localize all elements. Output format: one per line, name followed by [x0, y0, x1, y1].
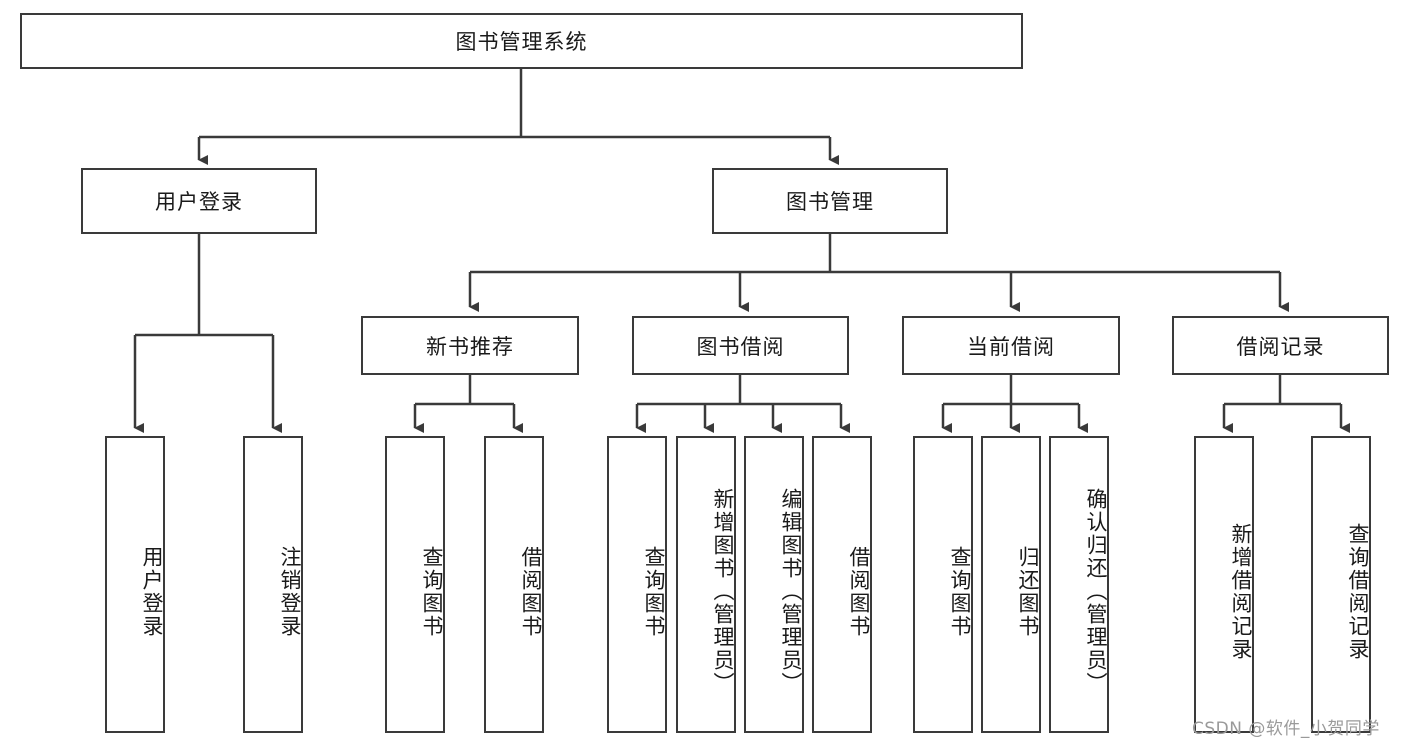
node-label: 用户登录 — [140, 545, 164, 638]
node-label: 图书管理 — [786, 190, 874, 214]
node-book-management-system[interactable]: 图书管理系统 — [20, 13, 1023, 69]
node-label: 查询借阅记录 — [1346, 522, 1370, 661]
node-leaf-add-book[interactable]: 新增图书（管理员） — [676, 436, 736, 733]
node-leaf-query-book-1[interactable]: 查询图书 — [385, 436, 445, 733]
node-leaf-logout-login[interactable]: 注销登录 — [243, 436, 303, 733]
node-label: 归还图书 — [1016, 545, 1040, 638]
node-label: 注销登录 — [278, 545, 302, 638]
node-label: 查询图书 — [948, 545, 972, 638]
node-book-borrow[interactable]: 图书借阅 — [632, 316, 849, 375]
node-label: 用户登录 — [155, 190, 243, 214]
node-book-management[interactable]: 图书管理 — [712, 168, 948, 234]
node-label: 借阅图书 — [847, 545, 871, 638]
node-leaf-user-login[interactable]: 用户登录 — [105, 436, 165, 733]
node-label: 当前借阅 — [967, 334, 1055, 359]
node-new-book-recommend[interactable]: 新书推荐 — [361, 316, 579, 375]
node-leaf-confirm-return[interactable]: 确认归还（管理员） — [1049, 436, 1109, 733]
node-label: 借阅图书 — [519, 545, 543, 638]
node-label: 新书推荐 — [426, 334, 514, 359]
node-leaf-query-record[interactable]: 查询借阅记录 — [1311, 436, 1371, 733]
node-leaf-add-record[interactable]: 新增借阅记录 — [1194, 436, 1254, 733]
node-label: 新增借阅记录 — [1229, 522, 1253, 661]
node-label: 借阅记录 — [1236, 334, 1325, 359]
node-leaf-edit-book[interactable]: 编辑图书（管理员） — [744, 436, 804, 733]
node-label: 确认归还（管理员） — [1084, 488, 1108, 695]
node-label: 编辑图书（管理员） — [779, 488, 803, 695]
node-leaf-return-book[interactable]: 归还图书 — [981, 436, 1041, 733]
node-label: 查询图书 — [420, 545, 444, 638]
node-label: 查询图书 — [642, 545, 666, 638]
node-leaf-borrow-book-1[interactable]: 借阅图书 — [484, 436, 544, 733]
node-leaf-borrow-book-2[interactable]: 借阅图书 — [812, 436, 872, 733]
watermark-text: CSDN @软件_小贺同学 — [1192, 719, 1380, 739]
node-leaf-query-book-2[interactable]: 查询图书 — [607, 436, 667, 733]
node-user-login[interactable]: 用户登录 — [81, 168, 317, 234]
node-borrow-record[interactable]: 借阅记录 — [1172, 316, 1389, 375]
node-label: 图书管理系统 — [455, 30, 588, 54]
node-current-borrow[interactable]: 当前借阅 — [902, 316, 1120, 375]
node-label: 新增图书（管理员） — [711, 488, 735, 695]
node-label: 图书借阅 — [696, 334, 785, 359]
node-leaf-query-book-3[interactable]: 查询图书 — [913, 436, 973, 733]
